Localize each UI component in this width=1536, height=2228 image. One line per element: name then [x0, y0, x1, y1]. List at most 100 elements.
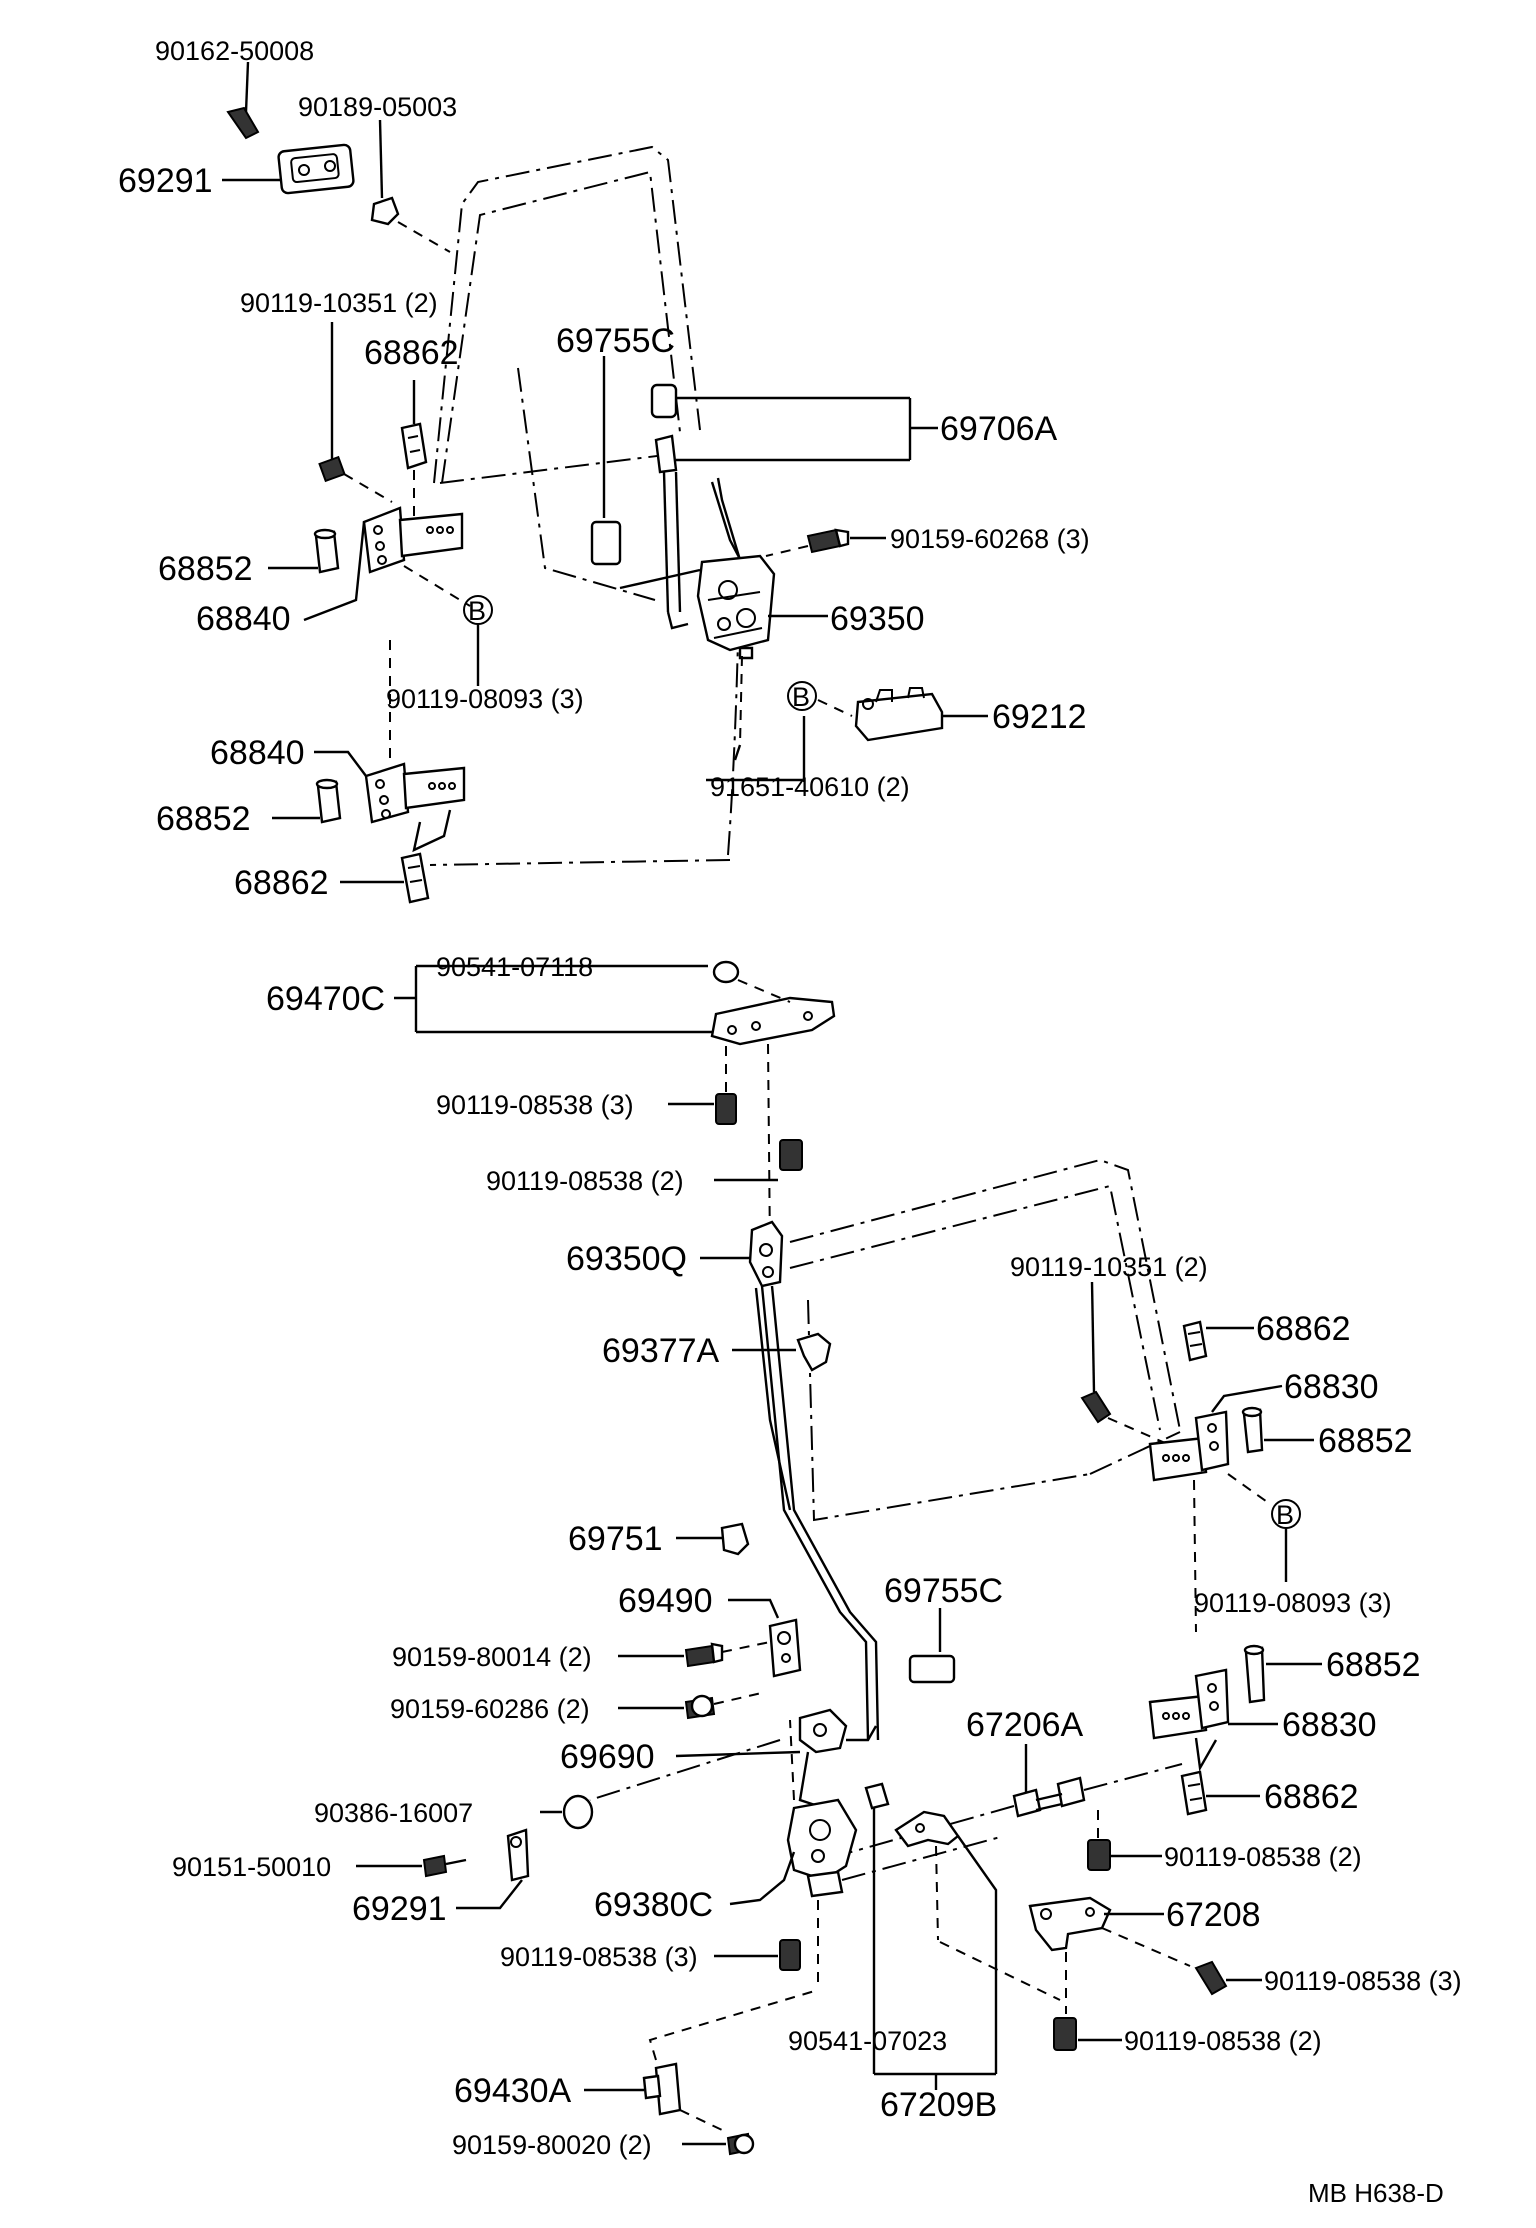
bolt-90119-08538-3a: 90119-08538 (3) — [436, 1046, 737, 1125]
label-69430a: 69430A — [454, 2072, 572, 2110]
label-67208: 67208 — [1166, 1896, 1261, 1934]
label-69291-top: 69291 — [118, 162, 213, 200]
bracket-69291-bottom: 69291 — [352, 1828, 530, 1928]
label-69350q: 69350Q — [566, 1240, 687, 1278]
label-90162-50008: 90162-50008 — [155, 36, 314, 66]
label-68852-top: 68852 — [158, 550, 253, 588]
cushion-90386-16007: 90386-16007 — [314, 1794, 594, 1830]
label-90119-08538-3a: 90119-08538 (3) — [436, 1090, 634, 1120]
label-69706a: 69706A — [940, 410, 1058, 448]
label-69755c-top: 69755C — [556, 322, 675, 360]
label-90151-50010: 90151-50010 — [172, 1852, 331, 1882]
handle-69212: B 69212 — [787, 681, 1087, 742]
bracket-69490: 69490 — [618, 1582, 802, 1678]
label-68840-mid: 68840 — [210, 734, 305, 772]
screw-90151-50010: 90151-50010 — [172, 1852, 467, 1882]
rod-69706a: 69706A — [619, 383, 1058, 630]
stopper-69755c-bottom: 69755C — [884, 1572, 1003, 1684]
label-69291-bottom: 69291 — [352, 1890, 447, 1928]
lower-door-frame — [789, 1158, 1181, 1522]
label-69490: 69490 — [618, 1582, 713, 1620]
striker-69430a: 69430A — [454, 1989, 819, 2131]
screw-90159-60286: 90159-60286 (2) — [390, 1691, 767, 1724]
link-rods — [754, 1285, 880, 1741]
latch-69380c: 69380C — [594, 1719, 1005, 1924]
label-68862-right2: 68862 — [1264, 1778, 1359, 1816]
label-90189-05003: 90189-05003 — [298, 92, 457, 122]
spring-68862-mid: 68862 — [234, 809, 452, 904]
lock-assembly-69350: 69350 — [696, 477, 925, 761]
label-68830-bottom: 68830 — [1282, 1706, 1377, 1744]
label-69380c: 69380C — [594, 1886, 713, 1924]
label-90119-10351-top: 90119-10351 (2) — [240, 288, 438, 318]
label-90541-07118: 90541-07118 — [436, 952, 593, 982]
pin-68852-top: 68852 — [158, 528, 340, 588]
screw-90159-80014: 90159-80014 (2) — [392, 1641, 771, 1672]
label-69377a: 69377A — [602, 1332, 720, 1370]
label-68862-right: 68862 — [1256, 1310, 1351, 1348]
label-69690: 69690 — [560, 1738, 655, 1776]
hinge-68830-top: 68830 — [1148, 1368, 1379, 1633]
bolt-90119-08538-3c: 90119-08538 (3) — [1194, 1960, 1462, 1996]
pin-68852-mid: 68852 — [156, 778, 342, 838]
callout-b-right: B 90119-08093 (3) — [1194, 1499, 1392, 1618]
label-90119-08538-2b: 90119-08538 (2) — [1164, 1842, 1362, 1872]
label-90119-08538-2c: 90119-08538 (2) — [1124, 2026, 1322, 2056]
bracket-67208: 67208 — [1028, 1896, 1261, 1967]
bolt-90119-10351-top: 90119-10351 (2) — [240, 288, 438, 503]
bracket-69291-top: 69291 — [118, 143, 355, 200]
label-69755c-bottom: 69755C — [884, 1572, 1003, 1610]
spring-68862-top: 68862 — [364, 334, 459, 520]
label-90119-10351-right: 90119-10351 (2) — [1010, 1252, 1208, 1282]
hinge-68840-mid: 68840 — [210, 734, 466, 824]
label-68852-mid: 68852 — [156, 800, 251, 838]
label-90119-08093-top: 90119-08093 (3) — [386, 684, 584, 714]
label-67206a: 67206A — [966, 1706, 1084, 1744]
bolt-90119-08538-3b: 90119-08538 (3) — [500, 1900, 819, 1990]
hinge-68830-bottom: 68830 — [1148, 1668, 1377, 1772]
spring-68862-right: 68862 — [1182, 1310, 1351, 1362]
grommet-69751: 69751 — [568, 1520, 750, 1558]
lever-69690: 69690 — [560, 1708, 878, 1808]
upper-door-frame — [429, 145, 739, 866]
bolt-90119-10351-right: 90119-10351 (2) — [1010, 1252, 1208, 1447]
clip-69377a: 69377A — [602, 1332, 832, 1372]
screw-90159-60268: 90159-60268 (3) — [765, 524, 1090, 557]
bracket-67209b: 90541-07023 67209B — [788, 1782, 1061, 2124]
screw-90162-50008: 90162-50008 — [155, 36, 314, 140]
label-90119-08093-right: 90119-08093 (3) — [1194, 1588, 1392, 1618]
label-69350: 69350 — [830, 600, 925, 638]
bolt-90119-08538-2c: 90119-08538 (2) — [1053, 1952, 1322, 2056]
label-90119-08538-3c: 90119-08538 (3) — [1264, 1966, 1462, 1996]
screw-90159-80020: 90159-80020 (2) — [452, 2130, 755, 2160]
label-69470c: 69470C — [266, 980, 385, 1018]
label-90159-60268: 90159-60268 (3) — [890, 524, 1090, 554]
spring-68862-right2: 68862 — [1180, 1770, 1359, 1816]
label-68852-right2: 68852 — [1326, 1646, 1421, 1684]
label-90159-80014: 90159-80014 (2) — [392, 1642, 592, 1672]
hinge-68840-top: 68840 — [196, 506, 471, 638]
label-90541-07023: 90541-07023 — [788, 2026, 947, 2056]
label-69212: 69212 — [992, 698, 1087, 736]
bracket-69470c: 69470C — [266, 964, 836, 1251]
diagram-reference-code: MB H638-D — [1308, 2178, 1444, 2208]
callout-b-top: B 90119-08093 (3) — [386, 595, 584, 714]
latch-69350q: 69350Q — [566, 1220, 784, 1288]
callout-b-handle-text: B — [792, 682, 810, 712]
label-90159-60286: 90159-60286 (2) — [390, 1694, 590, 1724]
screw-91651-40610: 91651-40610 (2) — [706, 716, 910, 802]
label-68862-mid: 68862 — [234, 864, 329, 902]
label-68852-right: 68852 — [1318, 1422, 1413, 1460]
label-90386-16007: 90386-16007 — [314, 1798, 473, 1828]
bolt-90119-08538-2a: 90119-08538 (2) — [486, 1139, 803, 1196]
label-68862-top: 68862 — [364, 334, 459, 372]
label-90119-08538-2a: 90119-08538 (2) — [486, 1166, 684, 1196]
label-68840-top: 68840 — [196, 600, 291, 638]
stopper-69755c-top: 69755C — [556, 322, 675, 566]
clip-90189-05003: 90189-05003 — [298, 92, 457, 253]
label-69751: 69751 — [568, 1520, 663, 1558]
pin-68852-right: 68852 — [1241, 1406, 1413, 1460]
bolt-90119-08538-2b: 90119-08538 (2) — [1087, 1810, 1362, 1872]
label-68830-top: 68830 — [1284, 1368, 1379, 1406]
